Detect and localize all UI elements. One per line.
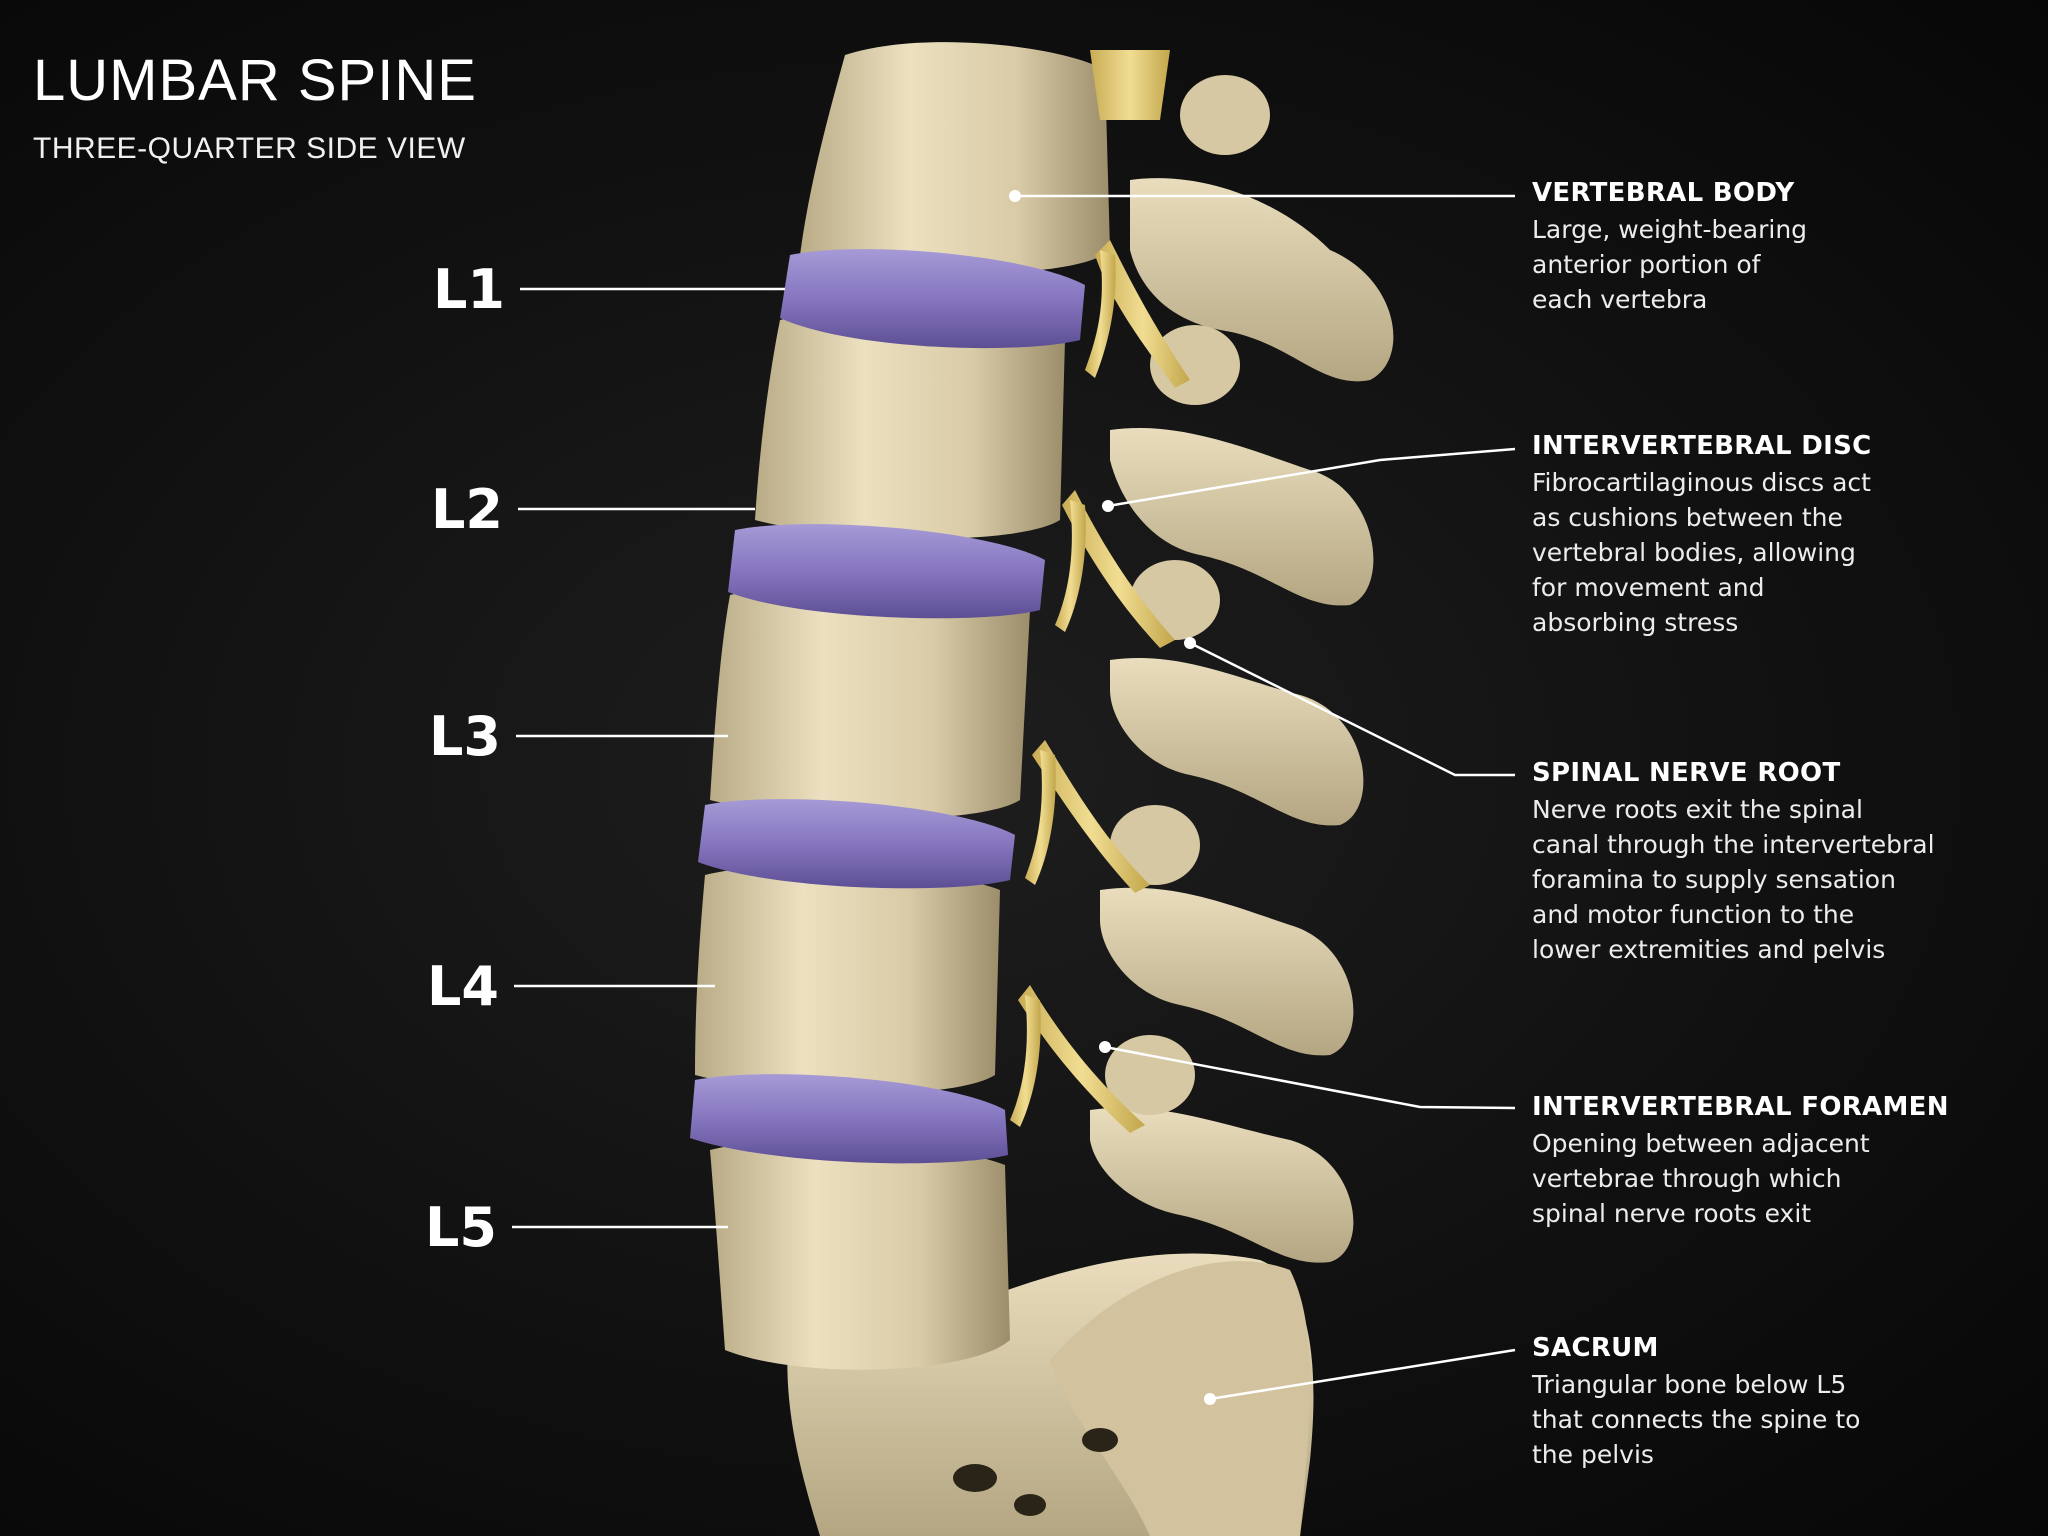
callout-vertebral-body: VERTEBRAL BODY Large, weight-bearing ant… <box>1532 178 2032 317</box>
leader-sacrum <box>1209 1348 1516 1401</box>
page-subtitle: THREE-QUARTER SIDE VIEW <box>33 132 466 165</box>
header: LUMBAR SPINE THREE-QUARTER SIDE VIEW <box>33 52 477 166</box>
callout-title: INTERVERTEBRAL DISC <box>1532 431 1872 461</box>
leader-intervertebral-disc <box>1107 447 1516 508</box>
page-title: LUMBAR SPINE <box>33 48 477 113</box>
callout-desc: Large, weight-bearing anterior portion o… <box>1532 215 1808 314</box>
vertebra-label-l3: L3 <box>429 705 501 768</box>
vertebra-label-l1: L1 <box>433 258 505 321</box>
callout-title: SPINAL NERVE ROOT <box>1532 758 1841 788</box>
vertebra-label-l4: L4 <box>427 955 499 1018</box>
vertebra-label-l2: L2 <box>431 478 503 541</box>
callout-intervertebral-foramen: INTERVERTEBRAL FORAMEN Opening between a… <box>1532 1092 2032 1231</box>
vertebral-bodies <box>695 42 1110 1370</box>
callout-desc: Fibrocartilaginous discs act as cushions… <box>1532 468 1871 637</box>
callout-desc: Nerve roots exit the spinal canal throug… <box>1532 795 1935 964</box>
callout-desc: Triangular bone below L5 that connects t… <box>1532 1370 1861 1469</box>
callout-sacrum: SACRUM Triangular bone below L5 that con… <box>1532 1333 2032 1472</box>
callout-title: VERTEBRAL BODY <box>1532 178 1795 208</box>
callout-desc: Opening between adjacent vertebrae throu… <box>1532 1129 1870 1228</box>
leader-lines <box>512 194 1516 1401</box>
vertebra-label-l5: L5 <box>425 1196 497 1259</box>
callout-title: INTERVERTEBRAL FORAMEN <box>1532 1092 1949 1122</box>
callout-title: SACRUM <box>1532 1333 1659 1363</box>
leader-spinal-nerve-root <box>1189 641 1515 777</box>
intervertebral-discs <box>690 249 1085 1164</box>
leader-intervertebral-foramen <box>1104 1045 1516 1110</box>
callout-spinal-nerve-root: SPINAL NERVE ROOT Nerve roots exit the s… <box>1532 758 2032 967</box>
callout-intervertebral-disc: INTERVERTEBRAL DISC Fibrocartilaginous d… <box>1532 431 2032 640</box>
spinal-nerve-roots <box>1010 50 1190 1133</box>
leader-dots <box>1009 190 1216 1405</box>
